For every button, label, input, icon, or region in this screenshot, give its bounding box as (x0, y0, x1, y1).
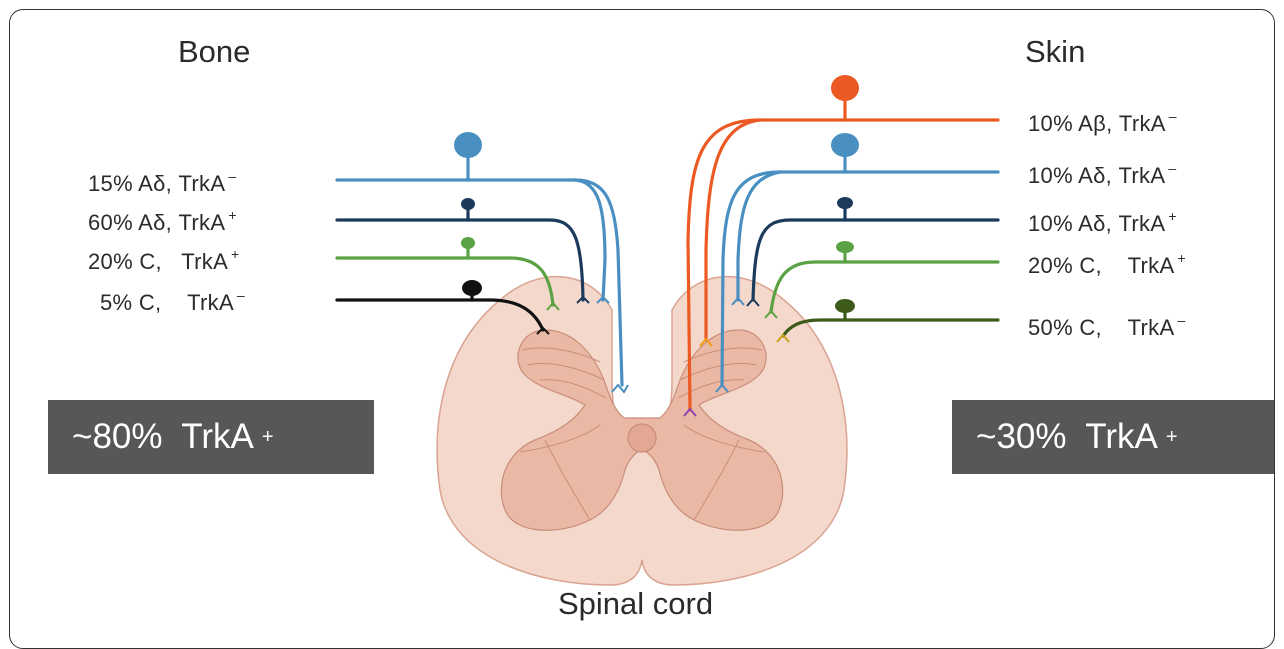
skin-fiber-label: 50% C, TrkA– (1028, 312, 1186, 341)
skin-summary-text: ~30% TrkA (976, 417, 1158, 457)
bone-summary-box: ~80% TrkA + (48, 400, 374, 474)
skin-fiber-label: 10% Aδ, TrkA+ (1028, 208, 1177, 237)
bone-summary-sign: + (262, 426, 274, 449)
bone-fiber-label: 60% Aδ, TrkA+ (88, 207, 237, 236)
bone-fiber-label: 5% C, TrkA– (100, 287, 245, 316)
spinal-cord-label: Spinal cord (558, 586, 713, 622)
skin-heading: Skin (1025, 34, 1085, 70)
bone-heading: Bone (178, 34, 250, 70)
bone-fiber-label: 15% Aδ, TrkA– (88, 168, 236, 197)
skin-fiber-c-trka-pos (771, 262, 998, 312)
bone-summary-text: ~80% TrkA (72, 417, 254, 457)
bone-fiber-label: 20% C, TrkA+ (88, 246, 240, 275)
skin-summary-sign: + (1166, 426, 1178, 449)
skin-summary-box: ~30% TrkA + (952, 400, 1274, 474)
skin-fiber-label: 10% Aβ, TrkA– (1028, 108, 1177, 137)
skin-fiber-label: 10% Aδ, TrkA– (1028, 160, 1176, 189)
skin-fiber-adelta-trka-pos (753, 220, 998, 300)
skin-fiber-label: 20% C, TrkA+ (1028, 250, 1186, 279)
